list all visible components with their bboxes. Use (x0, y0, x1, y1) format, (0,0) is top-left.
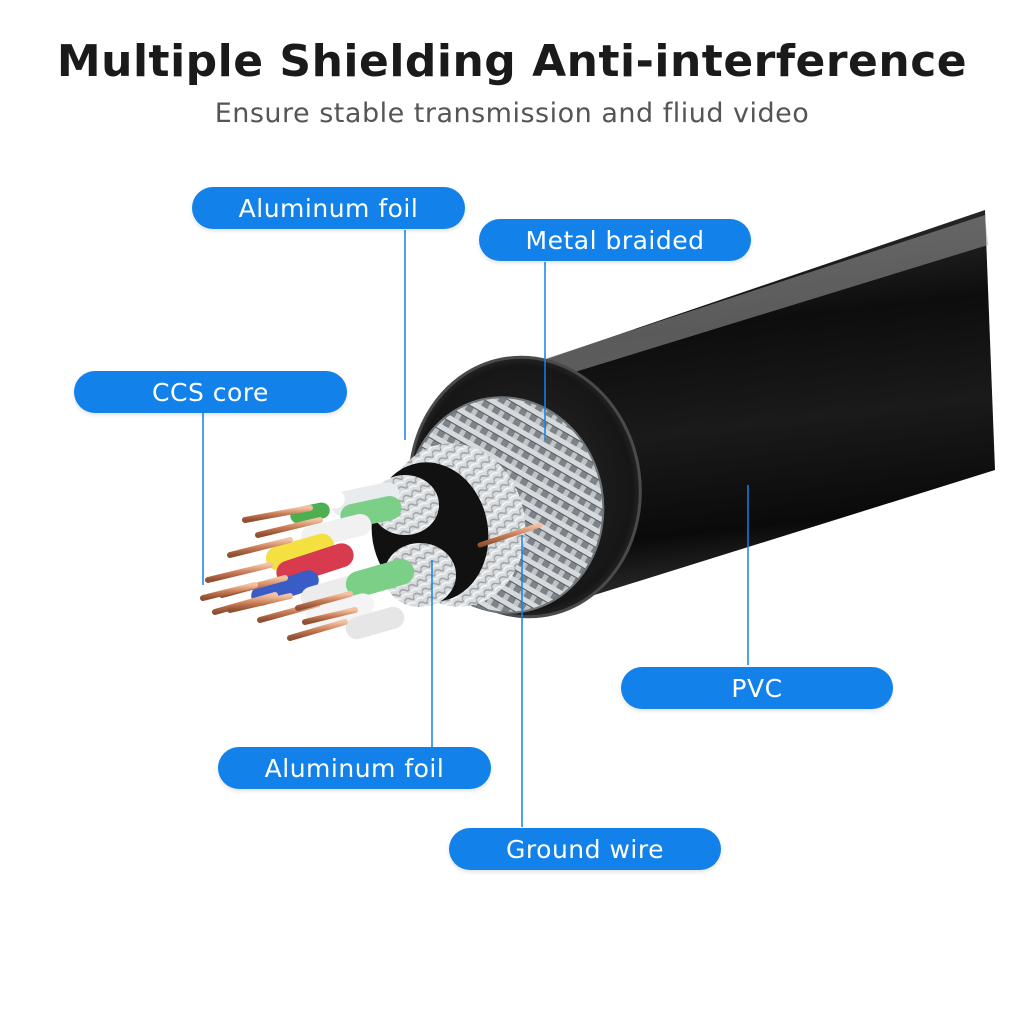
label-ground-wire: Ground wire (449, 828, 721, 870)
label-aluminum-foil-inner: Aluminum foil (218, 747, 491, 789)
label-ccs-core: CCS core (74, 371, 347, 413)
label-metal-braided: Metal braided (479, 219, 751, 261)
label-aluminum-foil-outer: Aluminum foil (192, 187, 465, 229)
label-pvc: PVC (621, 667, 893, 709)
